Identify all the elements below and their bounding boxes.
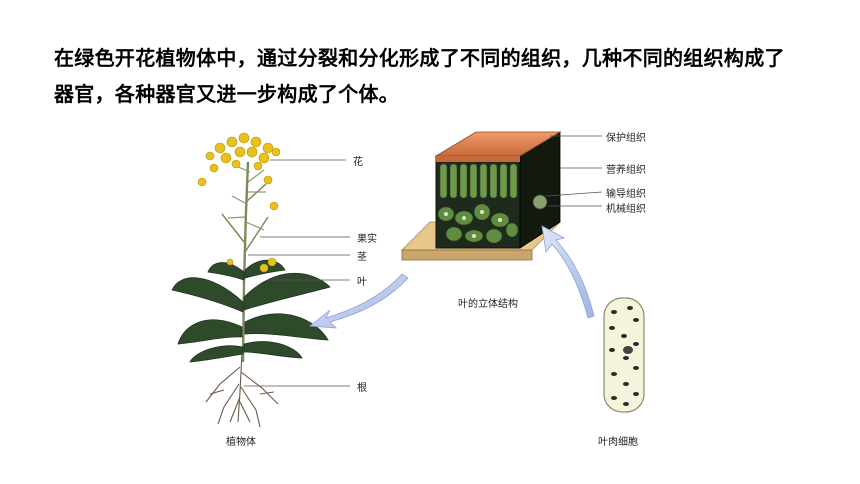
arrow-to-leaf [541, 225, 595, 319]
cell-chloroplasts [609, 306, 639, 406]
label-stem: 茎 [357, 252, 367, 263]
plant-structure-figure: 花 果实 茎 叶 根 植物体 保护组织 营养组织 输导组织 机械组织 叶的立体结… [140, 122, 680, 452]
plant-leader-lines [244, 159, 350, 387]
mesophyll-cell-illustration [603, 297, 645, 413]
leaves [171, 259, 331, 363]
flower-cluster [197, 132, 281, 273]
stem [241, 161, 250, 363]
intro-text: 在绿色开花植物体中，通过分裂和分化形成了不同的组织，几种不同的组织构成了 器官，… [54, 40, 844, 112]
chloroplast-spots [444, 210, 502, 238]
plant-illustration [171, 132, 350, 428]
caption-plant: 植物体 [226, 437, 256, 448]
caption-mesophyll-cell: 叶肉细胞 [598, 437, 638, 448]
intro-line-1: 在绿色开花植物体中，通过分裂和分化形成了不同的组织，几种不同的组织构成了 [54, 46, 785, 70]
roots [205, 351, 279, 428]
label-flower: 花 [353, 157, 363, 168]
arrow-to-plant [308, 273, 409, 329]
label-fruit: 果实 [357, 234, 377, 245]
fruit-pods [227, 165, 266, 231]
label-mechanical-tissue: 机械组织 [606, 204, 646, 215]
leaf-3d-structure [401, 131, 603, 261]
label-protective-tissue: 保护组织 [606, 133, 646, 144]
cell-nucleus [623, 346, 633, 354]
leaf-leader-lines [545, 135, 603, 207]
label-nutritive-tissue: 营养组织 [606, 165, 646, 176]
intro-line-2: 器官，各种器官又进一步构成了个体。 [54, 82, 400, 106]
label-leaf: 叶 [357, 277, 367, 288]
figure-illustration [171, 131, 645, 428]
label-conducting-tissue: 输导组织 [606, 189, 646, 200]
label-root: 根 [357, 383, 367, 394]
palisade-cells [439, 163, 518, 199]
caption-leaf-structure: 叶的立体结构 [458, 299, 518, 310]
